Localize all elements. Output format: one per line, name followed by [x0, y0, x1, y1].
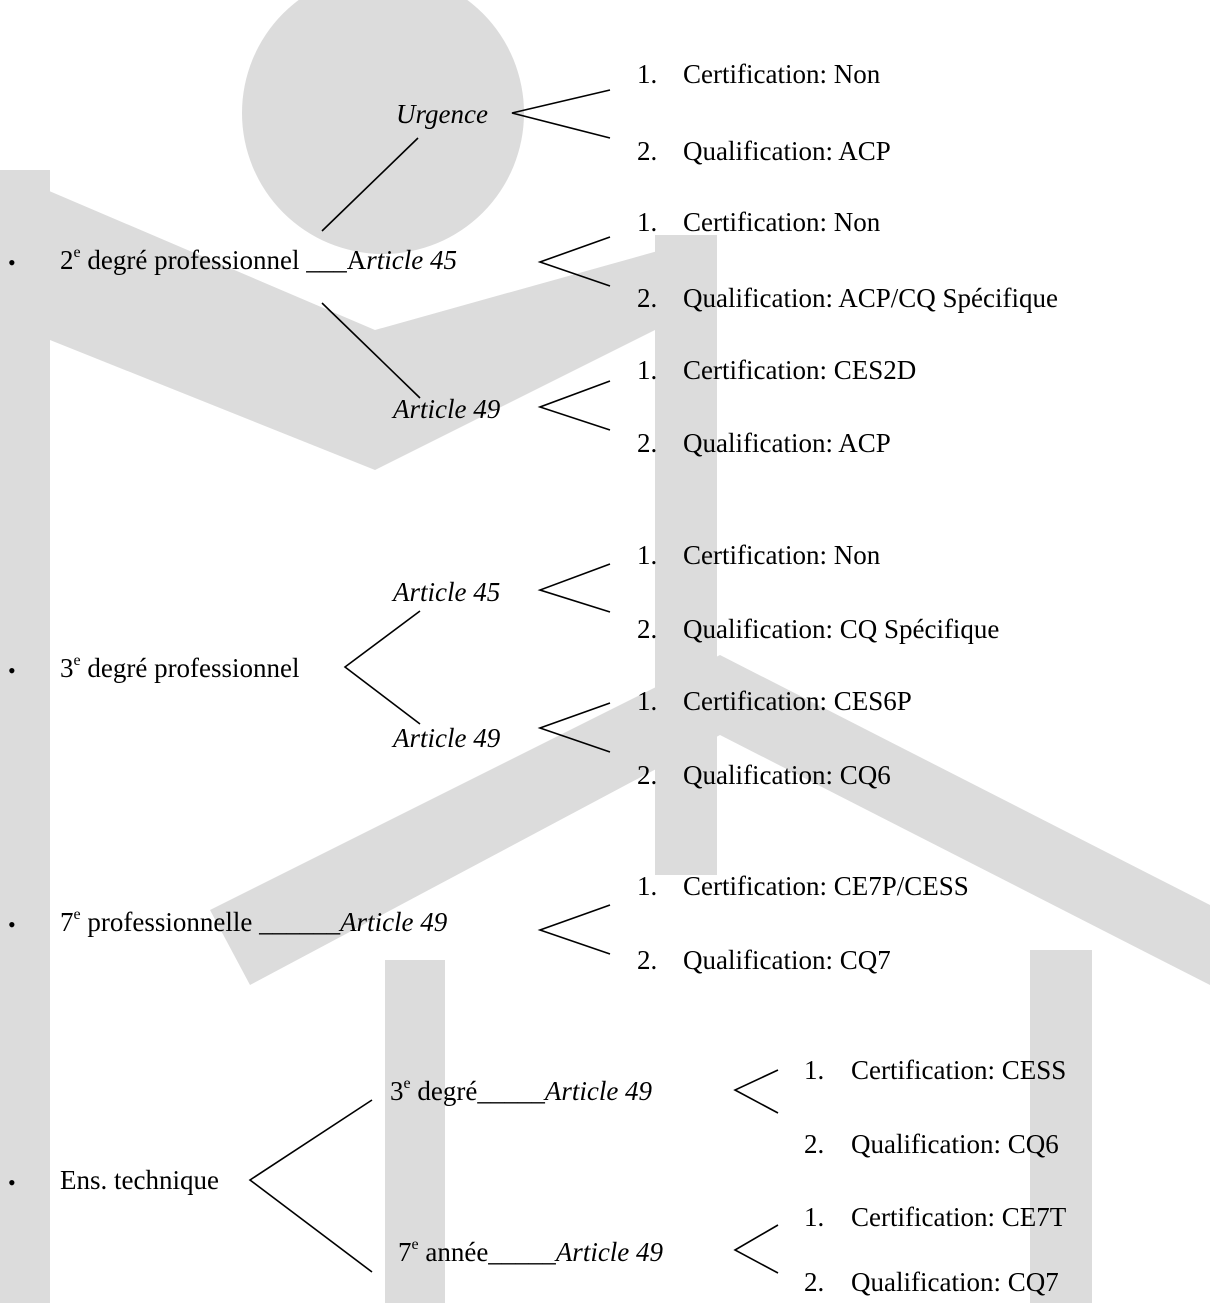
list-item-number: 2.: [637, 614, 658, 644]
list-item-number: 1.: [637, 207, 658, 237]
fork-g1-art49: [537, 380, 611, 431]
list-item-text: Qualification: CQ7: [851, 1267, 1059, 1297]
list-item-number: 2.: [637, 283, 658, 313]
group-label: Ens. technique: [60, 1165, 219, 1195]
list-item-text: Qualification: CQ7: [683, 945, 891, 975]
list-item-text: Qualification: ACP: [683, 428, 891, 458]
fork-g4-degre: [733, 1069, 779, 1114]
bullet: •: [8, 912, 16, 937]
group-label: 3e degré professionnel: [60, 652, 300, 684]
watermark-roof: [210, 655, 1210, 985]
list-item-text: Qualification: ACP/CQ Spécifique: [683, 283, 1058, 313]
list-item-number: 2.: [804, 1129, 825, 1159]
list-item-number: 1.: [804, 1202, 825, 1232]
fork-g2-art45: [537, 563, 611, 613]
article-label: Article 45: [393, 577, 501, 607]
bullet: •: [8, 658, 16, 683]
list-item-text: Certification: CE7T: [851, 1202, 1067, 1232]
line-g1-to-urgence: [321, 137, 419, 232]
fork-g1-art45: [537, 236, 611, 287]
article-label: Article 49: [340, 907, 448, 937]
list-item-number: 2.: [637, 760, 658, 790]
list-item-number: 1.: [637, 355, 658, 385]
list-item-text: Qualification: ACP: [683, 136, 891, 166]
list-item-text: Qualification: CQ6: [683, 760, 891, 790]
list-item-text: Certification: CE7P/CESS: [683, 871, 969, 901]
fork-g4-annee: [733, 1224, 779, 1274]
watermark-house-right: [1030, 950, 1092, 1303]
fork-urgence: [511, 89, 611, 139]
fork-g2-articles: [343, 610, 421, 725]
fork-g3-art49: [537, 904, 611, 955]
watermark-circle: [242, 0, 524, 254]
list-item-number: 1.: [637, 59, 658, 89]
list-item-number: 2.: [804, 1267, 825, 1297]
list-item-number: 2.: [637, 136, 658, 166]
watermark-house-left: [385, 960, 445, 1303]
line-g1-to-art49: [321, 302, 421, 399]
sub-branch-label: 3e degré_____Article 49: [390, 1075, 653, 1107]
fork-g4-branches: [248, 1099, 373, 1273]
list-item-number: 1.: [637, 686, 658, 716]
list-item-number: 2.: [637, 945, 658, 975]
article-label: Urgence: [396, 99, 488, 129]
bullet: •: [8, 1170, 16, 1195]
list-item-text: Certification: Non: [683, 207, 881, 237]
article-label: rticle 45: [366, 245, 458, 275]
list-item-text: Certification: CES2D: [683, 355, 917, 385]
watermark-chevron: [0, 170, 715, 470]
article-label: Article 49: [393, 723, 501, 753]
article-label: Article 49: [544, 1076, 653, 1106]
watermark-center-bar: [655, 235, 717, 875]
list-item-text: Certification: Non: [683, 59, 881, 89]
list-item-text: Qualification: CQ6: [851, 1129, 1059, 1159]
list-item-text: Certification: CES6P: [683, 686, 912, 716]
fork-g2-art49: [537, 702, 611, 753]
bullet: •: [8, 250, 16, 275]
list-item-number: 2.: [637, 428, 658, 458]
article-label: Article 49: [555, 1237, 664, 1267]
group-label: 2e degré professionnel ___Article 45: [60, 244, 458, 276]
list-item-text: Certification: Non: [683, 540, 881, 570]
list-item-number: 1.: [804, 1055, 825, 1085]
sub-branch-label: 7e année_____Article 49: [398, 1236, 664, 1268]
list-item-number: 1.: [637, 540, 658, 570]
list-item-text: Qualification: CQ Spécifique: [683, 614, 1000, 644]
article-label: Article 49: [393, 394, 501, 424]
group-label: 7e professionnelle ______Article 49: [60, 906, 448, 938]
list-item-text: Certification: CESS: [851, 1055, 1067, 1085]
watermark-left-bar: [0, 170, 50, 1303]
list-item-number: 1.: [637, 871, 658, 901]
